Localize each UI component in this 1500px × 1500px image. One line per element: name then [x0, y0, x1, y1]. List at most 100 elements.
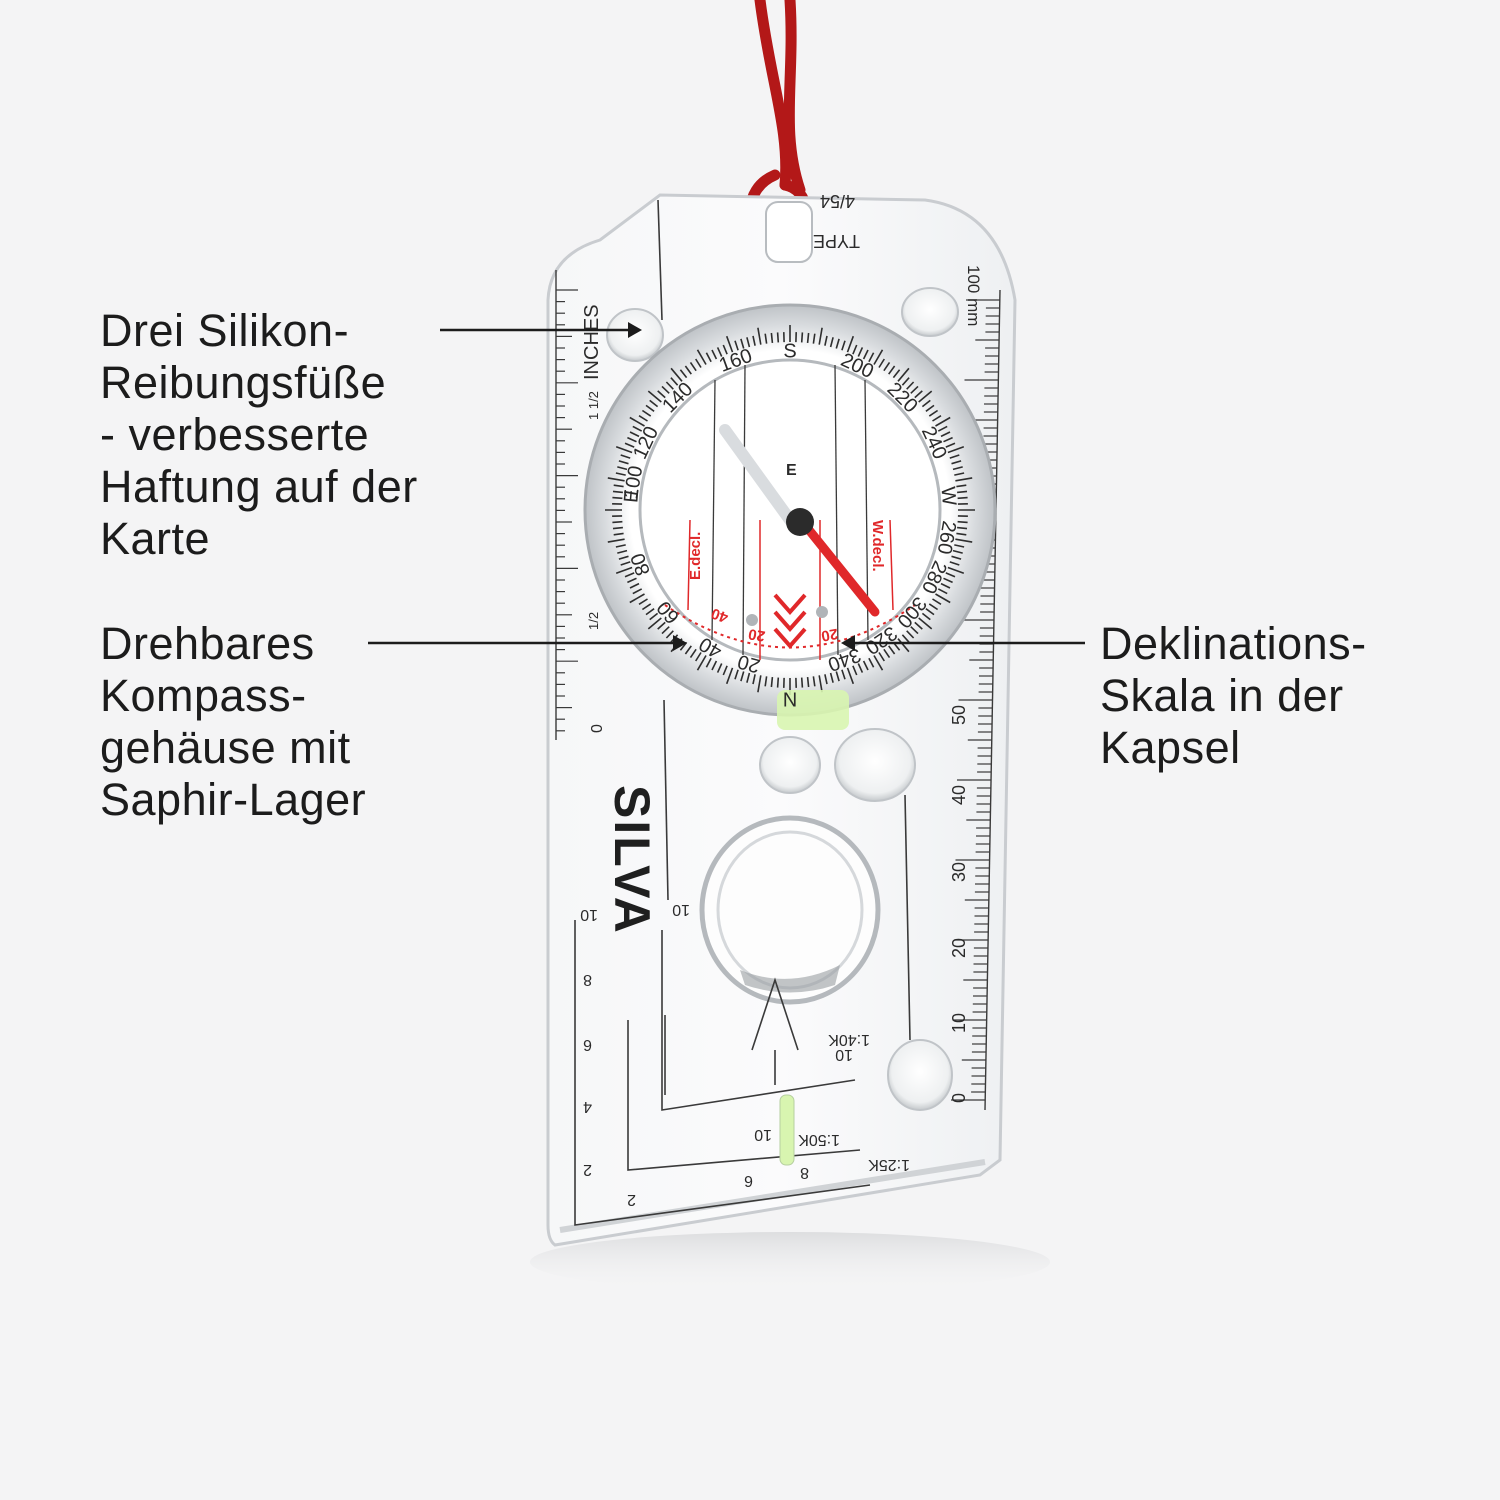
type-number: 4/54: [820, 191, 855, 211]
bezel-tick: [695, 652, 702, 662]
bezel-tick: [661, 385, 670, 394]
bezel-tick: [841, 340, 846, 351]
bezel-tick: [952, 466, 963, 471]
bezel-tick: [679, 369, 688, 379]
mm-mark: 20: [949, 938, 969, 958]
bezel-label: S: [783, 340, 796, 362]
bezel-tick: [746, 672, 751, 683]
luminous-strip: [779, 1094, 795, 1166]
bezel-tick: [740, 671, 745, 682]
scale-val-10c: 10: [835, 1046, 853, 1063]
leader-lines: [368, 328, 1085, 645]
bezel-tick: [873, 349, 884, 365]
mm-mark: 10: [949, 1013, 969, 1033]
bezel-tick: [932, 598, 942, 605]
callout-declination-scale: Deklinations- Skala in der Kapsel: [1100, 618, 1367, 774]
bezel-tick: [956, 532, 967, 536]
bezel-tick: [914, 621, 923, 630]
bezel-tick: [835, 671, 840, 682]
bezel-tick: [711, 660, 718, 671]
bezel-tick: [949, 454, 960, 459]
bezel-tick: [818, 327, 823, 345]
bezel-tick: [957, 520, 968, 524]
bezel-tick: [954, 472, 965, 476]
scale-val-8b: 8: [800, 1164, 809, 1181]
bezel-tick: [684, 365, 692, 375]
mm-mark: 30: [949, 862, 969, 882]
silva-logo: SILVA: [604, 785, 660, 935]
bezel-tick: [957, 526, 968, 530]
bezel-tick: [776, 332, 780, 343]
bezel-tick: [868, 657, 875, 668]
bezel-tick: [906, 630, 915, 639]
bezel-tick: [613, 532, 624, 536]
scale-val-10b: 10: [672, 901, 690, 918]
bezel-tick: [689, 361, 697, 372]
bezel-tick: [906, 381, 915, 390]
scale-val-6b: 6: [744, 1172, 753, 1189]
bezel-tick: [649, 612, 659, 621]
bezel-tick: [770, 332, 774, 343]
bezel-tick: [734, 340, 739, 351]
bezel-tick: [897, 638, 910, 653]
bezel-tick: [806, 677, 810, 688]
bezel-tick: [645, 608, 655, 616]
bezel-tick: [862, 349, 869, 360]
plate-hole: [834, 728, 916, 802]
bezel-tick: [925, 404, 935, 412]
bezel-tick: [943, 577, 953, 584]
bezel-tick: [612, 526, 623, 530]
bezel-tick: [897, 367, 910, 382]
callout-line: Kompass-: [100, 670, 307, 721]
bezel-tick: [829, 672, 834, 683]
scale-val-4: 4: [583, 1098, 592, 1115]
bezel-tick: [888, 645, 896, 655]
bezel-tick: [937, 588, 948, 595]
decl-mark-1: 40: [709, 604, 730, 626]
needle-white: [719, 424, 796, 526]
bezel-tick: [617, 466, 628, 471]
bezel-tick: [641, 603, 652, 611]
type-label: TYPE: [813, 231, 860, 251]
bezel-tick: [684, 645, 692, 655]
bezel-tick: [910, 626, 919, 635]
bezel-tick: [957, 496, 968, 500]
bezel-tick: [764, 676, 768, 687]
e-decl-label: E.decl.: [687, 532, 704, 580]
callout-line: Skala in der: [1100, 670, 1344, 721]
scale-25k: 1:25K: [868, 1156, 910, 1173]
callout-line: Deklinations-: [1100, 618, 1367, 669]
bezel-tick: [617, 549, 628, 554]
bezel-tick: [665, 630, 674, 639]
bezel-tick: [812, 333, 816, 344]
bezel-tick: [770, 677, 774, 688]
inch-mark-3: 0: [589, 724, 606, 733]
bezel-tick: [734, 669, 739, 680]
scale-50k: 1:50K: [798, 1131, 840, 1148]
bezel-tick: [696, 655, 707, 671]
decl-mark-2: 20: [747, 625, 766, 645]
bezel-tick: [638, 598, 648, 605]
bezel-tick: [949, 561, 960, 566]
bezel-tick: [921, 612, 931, 621]
bezel-tick: [937, 425, 948, 432]
mm-label: 100 mm: [964, 265, 983, 326]
bezel-tick: [878, 358, 885, 368]
bezel-tick: [888, 365, 896, 375]
bezel-tick: [935, 416, 951, 427]
bezel-label: N: [783, 688, 797, 710]
bezel-tick: [722, 665, 728, 676]
bezel-tick: [883, 648, 891, 659]
bezel-tick: [716, 347, 723, 357]
bezel-tick: [764, 333, 768, 344]
bezel-tick: [705, 352, 712, 363]
bezel-tick: [615, 445, 633, 454]
callout-silicone-feet: Drei Silikon- Reibungsfüße - verbesserte…: [100, 305, 418, 565]
plate-hole-small: [887, 1039, 953, 1111]
callout-line: gehäuse mit: [100, 722, 351, 773]
scale-val-2: 2: [583, 1161, 592, 1178]
bezel-tick: [618, 460, 629, 465]
callout-line: Karte: [100, 513, 211, 564]
bezel-tick: [649, 399, 659, 408]
bezel-tick: [752, 335, 756, 346]
